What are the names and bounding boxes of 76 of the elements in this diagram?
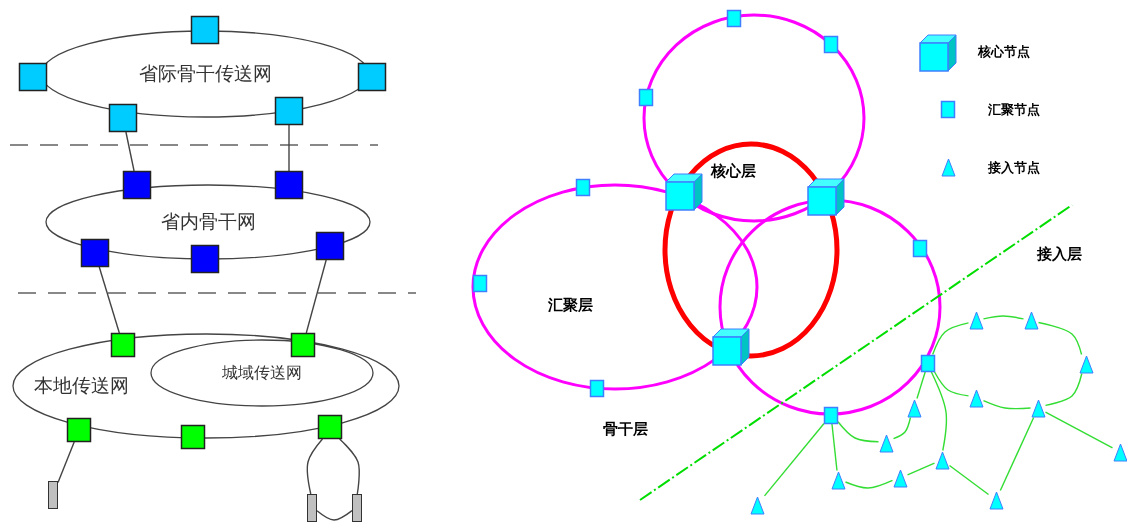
layer-label: 接入层: [1037, 245, 1082, 264]
connector-line: [906, 462, 936, 476]
connector-line: [338, 438, 360, 495]
network-name: 省际骨干传送网: [138, 61, 272, 86]
connector-line: [999, 416, 1035, 492]
node-square: [191, 16, 219, 44]
terminal-bar: [352, 494, 362, 522]
node-square: [109, 104, 137, 132]
node-square: [727, 9, 741, 27]
connector-line: [982, 399, 1032, 410]
layer-label: 骨干层: [603, 420, 648, 439]
layer-label: 汇聚层: [548, 296, 593, 315]
legend-label: 汇聚节点: [988, 100, 1040, 119]
access-node-triangle: [988, 490, 1004, 510]
access-node-triangle: [1078, 354, 1094, 374]
node-square: [318, 415, 342, 439]
access-node-triangle: [1030, 398, 1046, 418]
node-square: [576, 178, 590, 196]
node-square: [358, 63, 386, 91]
network-name: 城域传送网: [222, 362, 302, 384]
connector-line: [948, 464, 990, 496]
access-node-triangle: [1112, 442, 1127, 462]
connector-line: [1044, 411, 1114, 449]
node-square: [921, 354, 935, 372]
connector-line: [916, 370, 927, 400]
connector-line: [316, 509, 353, 521]
connector-line: [763, 422, 825, 497]
node-square: [275, 171, 303, 199]
connector-line: [892, 416, 912, 440]
node-square: [191, 245, 219, 273]
node-square: [824, 406, 838, 424]
node-square: [639, 88, 653, 106]
connector-line: [933, 370, 970, 397]
connector-line: [1037, 321, 1083, 356]
legend-label: 核心节点: [978, 43, 1030, 61]
terminal-bar: [307, 494, 317, 522]
core-node-cube: [666, 172, 702, 210]
legend-label: 接入节点: [988, 158, 1040, 177]
connector-line: [125, 131, 135, 172]
node-square: [473, 274, 487, 292]
access-node-triangle: [968, 388, 984, 408]
connector-line: [831, 422, 838, 472]
node-square: [19, 63, 47, 91]
node-square: [590, 379, 604, 397]
node-square: [181, 425, 205, 449]
connector-line: [1044, 372, 1083, 407]
connector-line: [931, 322, 970, 356]
access-node-triangle: [1023, 310, 1039, 330]
node-square: [123, 171, 151, 199]
connector-line: [305, 259, 327, 334]
network-name: 本地传送网: [34, 373, 130, 398]
access-node-triangle: [830, 470, 846, 490]
node-square: [81, 239, 109, 267]
access-node-triangle: [906, 398, 922, 418]
core-node-cube: [713, 327, 749, 365]
connector-line: [982, 315, 1025, 320]
connector-line: [306, 438, 324, 495]
access-node-triangle: [892, 468, 908, 488]
access-node-triangle: [749, 495, 765, 515]
access-node-triangle: [968, 310, 984, 330]
access-node-triangle: [934, 450, 950, 470]
terminal-bar: [48, 481, 58, 509]
node-square: [67, 418, 91, 442]
access-node-triangle: [878, 433, 894, 453]
core-node-cube: [808, 177, 844, 215]
connector-line: [98, 266, 121, 334]
node-square: [275, 97, 303, 125]
connector-line: [844, 479, 894, 489]
connector-line: [837, 421, 880, 443]
node-square: [913, 239, 927, 257]
layer-label: 核心层: [711, 162, 756, 181]
network-name: 省内骨干网: [160, 209, 256, 234]
connector-line: [288, 124, 290, 172]
connector-line: [57, 441, 75, 484]
node-square: [824, 35, 838, 53]
connector-line: [930, 370, 948, 452]
